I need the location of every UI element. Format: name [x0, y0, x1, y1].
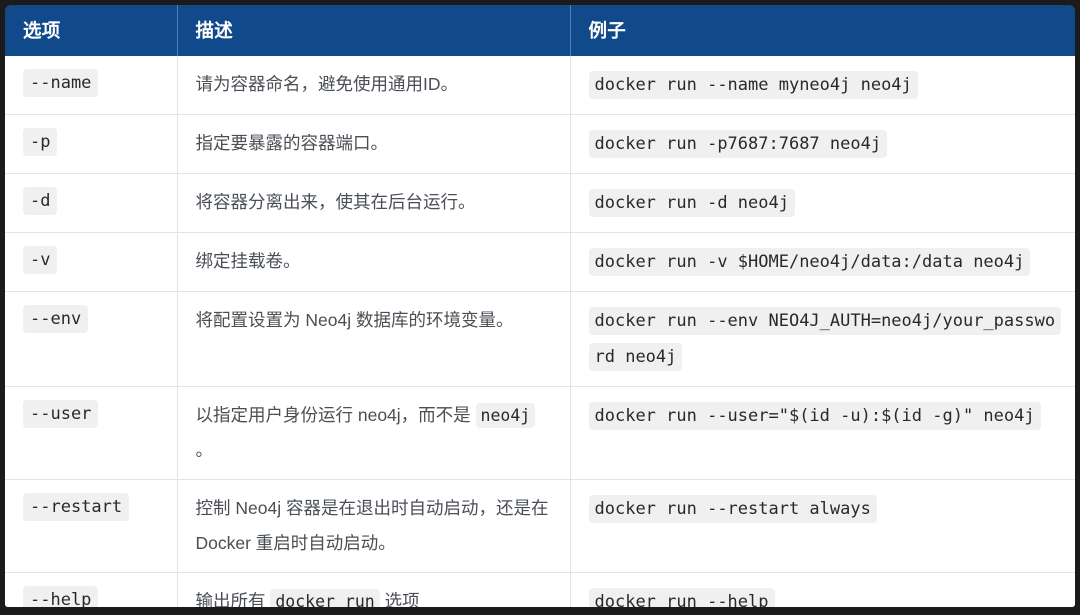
description-text: 以指定用户身份运行 neo4j，而不是 neo4j 。 — [196, 398, 556, 468]
option-cell: -v — [5, 232, 178, 292]
column-header-description: 描述 — [177, 5, 571, 56]
example-cell: docker run --env NEO4J_AUTH=neo4j/your_p… — [570, 291, 1075, 387]
table-row: --name 请为容器命名，避免使用通用ID。 docker run --name … — [5, 56, 1075, 115]
example-command-block: docker run -d neo4j — [588, 185, 1062, 221]
example-cell: docker run --help — [570, 572, 1075, 607]
option-flag-code: -v — [23, 246, 58, 274]
description-cell: 将配置设置为 Neo4j 数据库的环境变量。 — [177, 291, 571, 387]
option-cell: --name — [5, 56, 178, 115]
option-cell: --user — [5, 386, 178, 480]
example-command-code: docker run --user="$(id -u):$(id -g)" ne… — [588, 402, 1041, 430]
example-command-code: docker run --restart always — [588, 495, 877, 523]
table-header-row: 选项 描述 例子 — [5, 5, 1075, 56]
example-cell: docker run -v $HOME/neo4j/data:/data neo… — [570, 232, 1075, 292]
example-command-block: docker run -p7687:7687 neo4j — [588, 126, 1062, 162]
table-header: 选项 描述 例子 — [5, 5, 1075, 56]
option-flag-code: --help — [23, 586, 99, 607]
example-cell: docker run --user="$(id -u):$(id -g)" ne… — [570, 386, 1075, 480]
description-text: 控制 Neo4j 容器是在退出时自动启动，还是在 Docker 重启时自动启动。 — [196, 491, 556, 561]
example-command-block: docker run --env NEO4J_AUTH=neo4j/your_p… — [588, 303, 1062, 375]
table-row: -d 将容器分离出来，使其在后台运行。 docker run -d neo4j — [5, 173, 1075, 233]
table-row: --help 输出所有 docker run 选项 docker run --hel… — [5, 572, 1075, 607]
option-flag-code: --env — [23, 305, 89, 333]
description-text: 请为容器命名，避免使用通用ID。 — [196, 67, 556, 102]
description-cell: 控制 Neo4j 容器是在退出时自动启动，还是在 Docker 重启时自动启动。 — [177, 479, 571, 573]
option-flag-code: -p — [23, 128, 58, 156]
description-text-before: 控制 Neo4j 容器是在退出时自动启动，还是在 Docker 重启时自动启动。 — [195, 498, 549, 553]
description-text: 将容器分离出来，使其在后台运行。 — [196, 185, 556, 220]
description-text: 绑定挂载卷。 — [196, 244, 556, 279]
description-cell: 指定要暴露的容器端口。 — [177, 114, 571, 174]
example-command-code: docker run -p7687:7687 neo4j — [588, 130, 888, 158]
example-cell: docker run --restart always — [570, 479, 1075, 573]
description-inline-code: neo4j — [475, 403, 536, 428]
table-row: --env 将配置设置为 Neo4j 数据库的环境变量。 docker run --… — [5, 291, 1075, 387]
option-cell: --env — [5, 291, 178, 387]
example-command-block: docker run --user="$(id -u):$(id -g)" ne… — [588, 398, 1062, 434]
option-flag-code: --restart — [23, 493, 130, 521]
description-cell: 以指定用户身份运行 neo4j，而不是 neo4j 。 — [177, 386, 571, 480]
option-cell: -d — [5, 173, 178, 233]
description-text-before: 将配置设置为 Neo4j 数据库的环境变量。 — [195, 310, 514, 330]
description-cell: 将容器分离出来，使其在后台运行。 — [177, 173, 571, 233]
example-command-code: docker run -d neo4j — [588, 189, 795, 217]
description-text-before: 绑定挂载卷。 — [195, 251, 301, 271]
description-cell: 输出所有 docker run 选项 — [177, 572, 571, 607]
description-cell: 请为容器命名，避免使用通用ID。 — [177, 56, 571, 115]
example-command-block: docker run --restart always — [588, 491, 1062, 527]
example-cell: docker run -d neo4j — [570, 173, 1075, 233]
table-row: --restart 控制 Neo4j 容器是在退出时自动启动，还是在 Docker… — [5, 479, 1075, 573]
table-row: -p 指定要暴露的容器端口。 docker run -p7687:7687 neo4… — [5, 114, 1075, 174]
description-text-before: 指定要暴露的容器端口。 — [195, 133, 389, 153]
option-flag-code: --user — [23, 400, 99, 428]
example-cell: docker run -p7687:7687 neo4j — [570, 114, 1075, 174]
example-command-block: docker run --name myneo4j neo4j — [588, 67, 1062, 103]
description-text-before: 以指定用户身份运行 neo4j，而不是 — [195, 405, 476, 425]
description-text-before: 请为容器命名，避免使用通用ID。 — [195, 74, 459, 94]
option-cell: -p — [5, 114, 178, 174]
example-cell: docker run --name myneo4j neo4j — [570, 56, 1075, 115]
description-text-after: 。 — [195, 440, 214, 460]
example-command-code: docker run --name myneo4j neo4j — [588, 71, 918, 99]
column-header-option: 选项 — [5, 5, 178, 56]
docker-run-options-table: 选项 描述 例子 --name 请为容器命名，避免使用通用ID。 docker ru… — [5, 5, 1075, 607]
example-command-code: docker run --env NEO4J_AUTH=neo4j/your_p… — [588, 307, 1062, 371]
description-text: 输出所有 docker run 选项 — [196, 584, 556, 607]
description-cell: 绑定挂载卷。 — [177, 232, 571, 292]
option-cell: --restart — [5, 479, 178, 573]
description-text-after: 选项 — [379, 591, 420, 607]
example-command-block: docker run -v $HOME/neo4j/data:/data neo… — [588, 244, 1062, 280]
example-command-block: docker run --help — [588, 584, 1062, 607]
description-inline-code: docker run — [270, 589, 380, 607]
example-command-code: docker run --help — [588, 588, 775, 607]
option-flag-code: --name — [23, 69, 99, 97]
example-command-code: docker run -v $HOME/neo4j/data:/data neo… — [588, 248, 1031, 276]
description-text: 将配置设置为 Neo4j 数据库的环境变量。 — [196, 303, 556, 338]
table-row: -v 绑定挂载卷。 docker run -v $HOME/neo4j/data:/… — [5, 232, 1075, 292]
option-flag-code: -d — [23, 187, 58, 215]
column-header-example: 例子 — [570, 5, 1075, 56]
description-text-before: 将容器分离出来，使其在后台运行。 — [195, 192, 476, 212]
table-row: --user 以指定用户身份运行 neo4j，而不是 neo4j 。 docker … — [5, 386, 1075, 480]
description-text-before: 输出所有 — [195, 591, 271, 607]
table-body: --name 请为容器命名，避免使用通用ID。 docker run --name … — [5, 56, 1075, 607]
option-cell: --help — [5, 572, 178, 607]
options-table-container: 选项 描述 例子 --name 请为容器命名，避免使用通用ID。 docker ru… — [5, 5, 1075, 607]
description-text: 指定要暴露的容器端口。 — [196, 126, 556, 161]
